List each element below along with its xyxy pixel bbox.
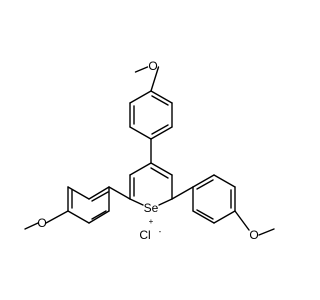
top-ring-bond-3 (150, 126, 173, 140)
top-ring-bond-4 (129, 126, 152, 140)
chloride-label: Cl (139, 228, 150, 242)
left-anisyl-ring (67, 186, 131, 224)
right-anisyl-ring (171, 174, 236, 224)
right-ring-bond-6 (192, 174, 215, 188)
right-ring-bond-2 (192, 210, 215, 224)
central-selenopyrylium-ring (129, 162, 173, 206)
central-ring-bond-bottom-left (129, 198, 144, 206)
right-ring-bond-5 (213, 174, 236, 188)
left-oxygen-label: O (37, 216, 46, 230)
left-ring-bond-5-inner (91, 210, 107, 220)
left-ring-bond-4 (67, 210, 90, 224)
top-anisyl-ring (129, 90, 173, 164)
selenium-charge: + (149, 217, 154, 226)
bond-right-ring-oxygen (234, 210, 250, 231)
top-ring-bond-6 (129, 90, 152, 104)
bond-right-ring-to-central (171, 186, 194, 200)
right-ring-bond-3 (213, 210, 236, 224)
chemical-structure: O O O Se + Cl - (24, 59, 275, 242)
left-ring-bond-5 (88, 210, 110, 224)
left-ring-bond-2 (67, 186, 90, 200)
central-ring-bond-top-left (129, 162, 152, 176)
bond-left-methyl (24, 222, 39, 230)
central-ring-bond-bottom-right (158, 198, 173, 206)
left-methoxy-group (24, 210, 69, 230)
top-ring-bond-3-inner (151, 124, 169, 135)
bond-top-methyl (134, 66, 149, 73)
bond-right-methyl (258, 228, 275, 236)
left-ring-bond-1 (88, 186, 110, 200)
top-ring-bond-1-inner (151, 95, 169, 106)
top-ring-bond-1 (150, 90, 173, 104)
right-ring-bond-6-inner (196, 179, 214, 190)
chloride-charge: - (159, 227, 162, 236)
selenium-label: Se (144, 201, 159, 215)
bond-left-ring-to-central (108, 186, 131, 200)
bond-left-ring-oxygen (45, 210, 69, 224)
right-oxygen-label: O (249, 228, 258, 242)
left-ring-bond-1-inner (91, 191, 109, 202)
bond-top-oxygen-ring (150, 66, 160, 92)
central-ring-bond-top-right-inner (150, 167, 169, 179)
top-methoxy-group (134, 66, 160, 92)
right-ring-bond-2-inner (196, 209, 214, 220)
right-methoxy-group (234, 210, 275, 236)
top-oxygen-label: O (148, 59, 157, 73)
central-ring-bond-top-right (150, 162, 173, 176)
